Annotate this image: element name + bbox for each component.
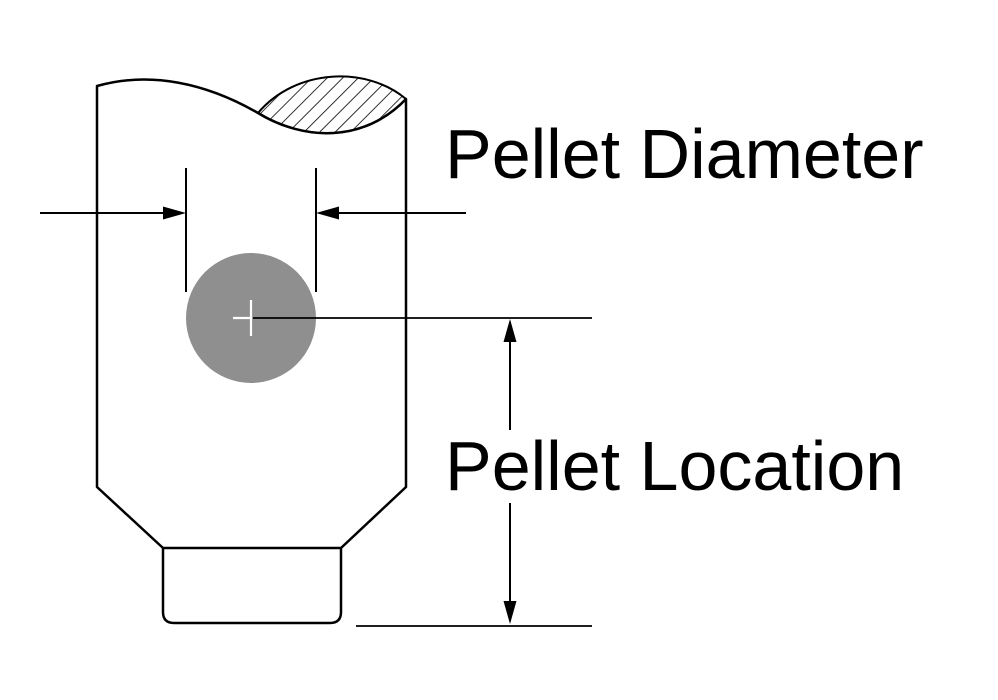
pellet-center-crosshair [233,300,253,336]
pellet-location-label: Pellet Location [445,427,904,505]
diameter-arrowhead-left [163,206,186,220]
break-section-hatch [257,75,407,135]
pellet-diameter-label: Pellet Diameter [445,115,924,193]
location-arrowhead-up [503,319,517,342]
location-arrowhead-down [503,601,517,624]
diameter-arrowhead-right [316,206,339,220]
diagram-lines [40,75,592,627]
